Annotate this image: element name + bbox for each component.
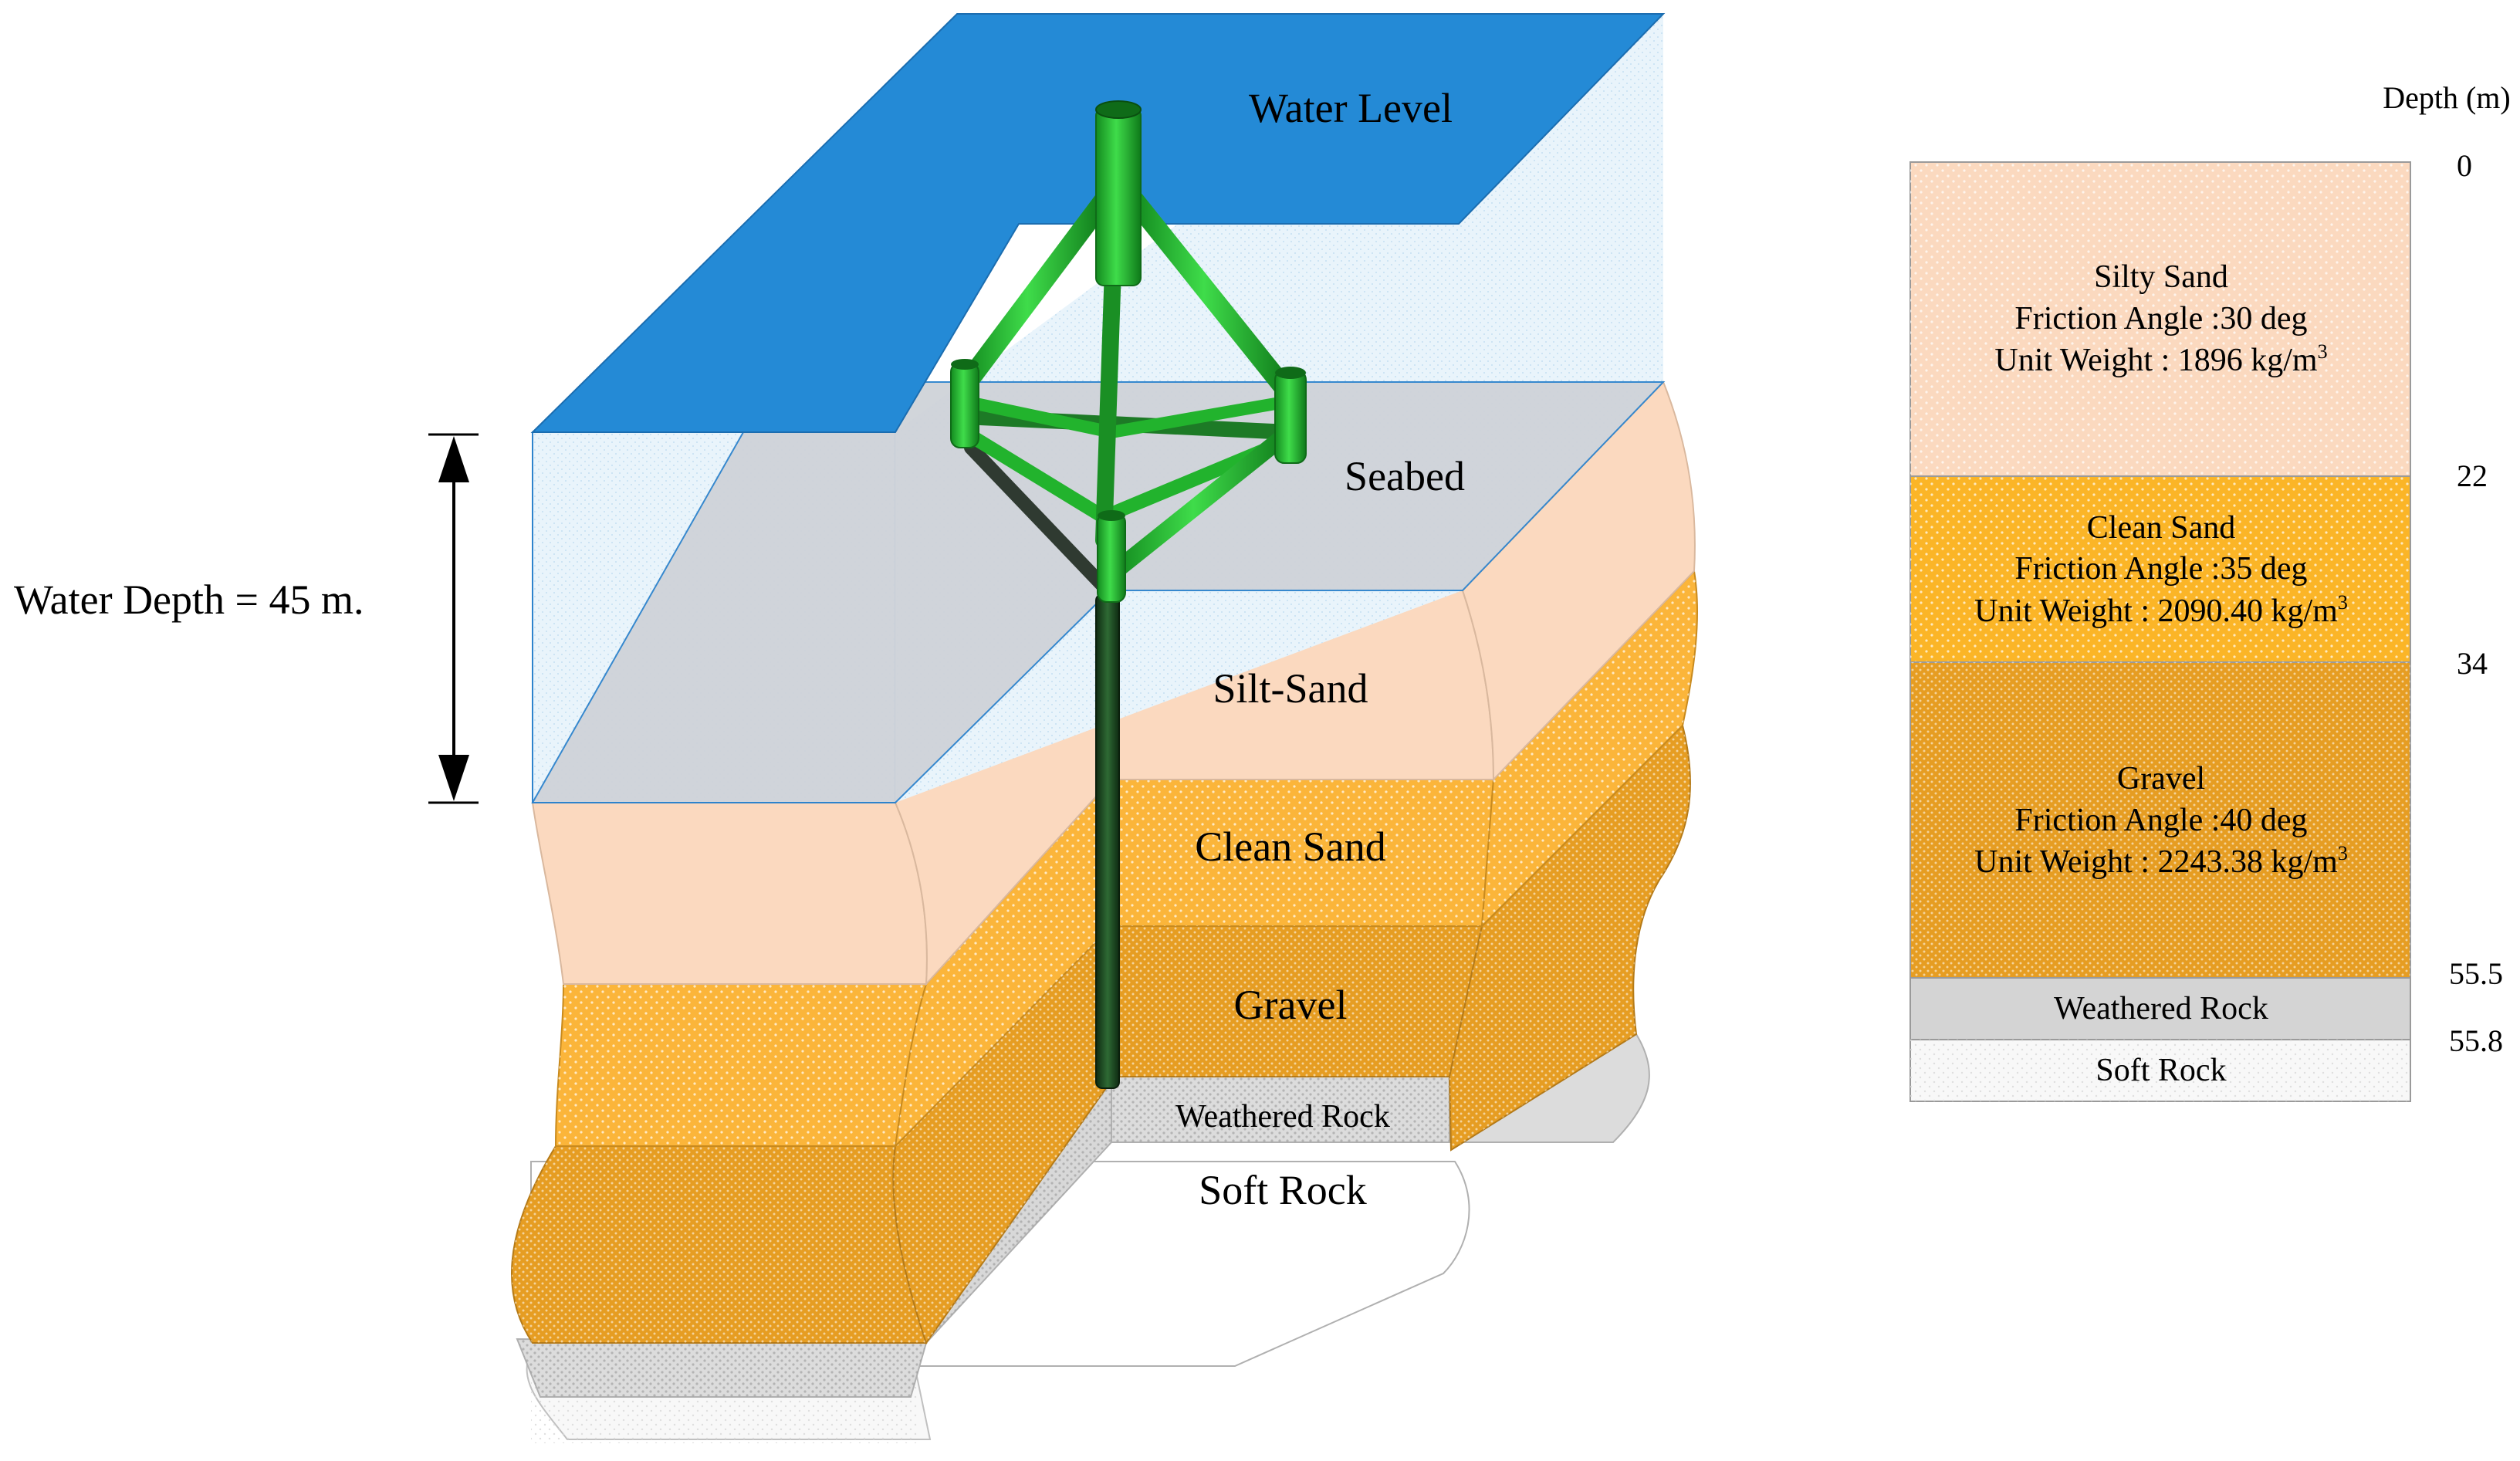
clean-sand-label: Clean Sand xyxy=(1195,824,1385,870)
weathered-rock-label: Weathered Rock xyxy=(1175,1099,1390,1135)
soft-rock-column-name: Soft Rock xyxy=(2095,1053,2226,1088)
silt-sand-right-face xyxy=(1461,380,1696,782)
depth-34: 34 xyxy=(2457,646,2488,681)
water-level-label: Water Level xyxy=(1249,85,1453,131)
depth-55-8: 55.8 xyxy=(2449,1023,2503,1058)
clean-sand-weight: Unit Weight : 2090.40 kg/m3 xyxy=(1974,591,2348,629)
water-depth-dimension xyxy=(428,433,479,804)
soft-rock-label: Soft Rock xyxy=(1199,1167,1367,1213)
depth-55-5: 55.5 xyxy=(2449,956,2503,991)
water-depth-label: Water Depth = 45 m. xyxy=(14,577,364,623)
gravel-friction: Friction Angle :40 deg xyxy=(2014,803,2307,838)
main-column xyxy=(1095,107,1142,286)
silt-sand-label: Silt-Sand xyxy=(1213,665,1368,712)
soil-block-3d xyxy=(511,13,1699,1443)
clean-sand-friction: Friction Angle :35 deg xyxy=(2014,551,2307,587)
clean-sand-name: Clean Sand xyxy=(2087,510,2235,546)
silty-sand-friction: Friction Angle :30 deg xyxy=(2014,301,2307,337)
silty-sand-name: Silty Sand xyxy=(2094,259,2228,295)
depth-header: Depth (m) xyxy=(2383,80,2511,115)
weathered-rock-right-face xyxy=(1450,1033,1650,1152)
gravel-weight: Unit Weight : 2243.38 kg/m3 xyxy=(1974,842,2348,880)
seabed-label: Seabed xyxy=(1345,453,1465,499)
silt-sand-left-face xyxy=(531,802,928,985)
depth-0: 0 xyxy=(2457,148,2472,183)
gravel-name: Gravel xyxy=(2117,761,2205,796)
soil-column xyxy=(1909,161,2411,1102)
weathered-rock-column-name: Weathered Rock xyxy=(2054,991,2268,1026)
gravel-label: Gravel xyxy=(1234,982,1348,1028)
depth-22: 22 xyxy=(2457,458,2488,493)
silty-sand-weight: Unit Weight : 1896 kg/m3 xyxy=(1994,340,2327,378)
foundation-pile xyxy=(1095,594,1120,1089)
weathered-rock-texture xyxy=(1110,1077,1449,1142)
jacket-structure xyxy=(950,100,1307,1089)
